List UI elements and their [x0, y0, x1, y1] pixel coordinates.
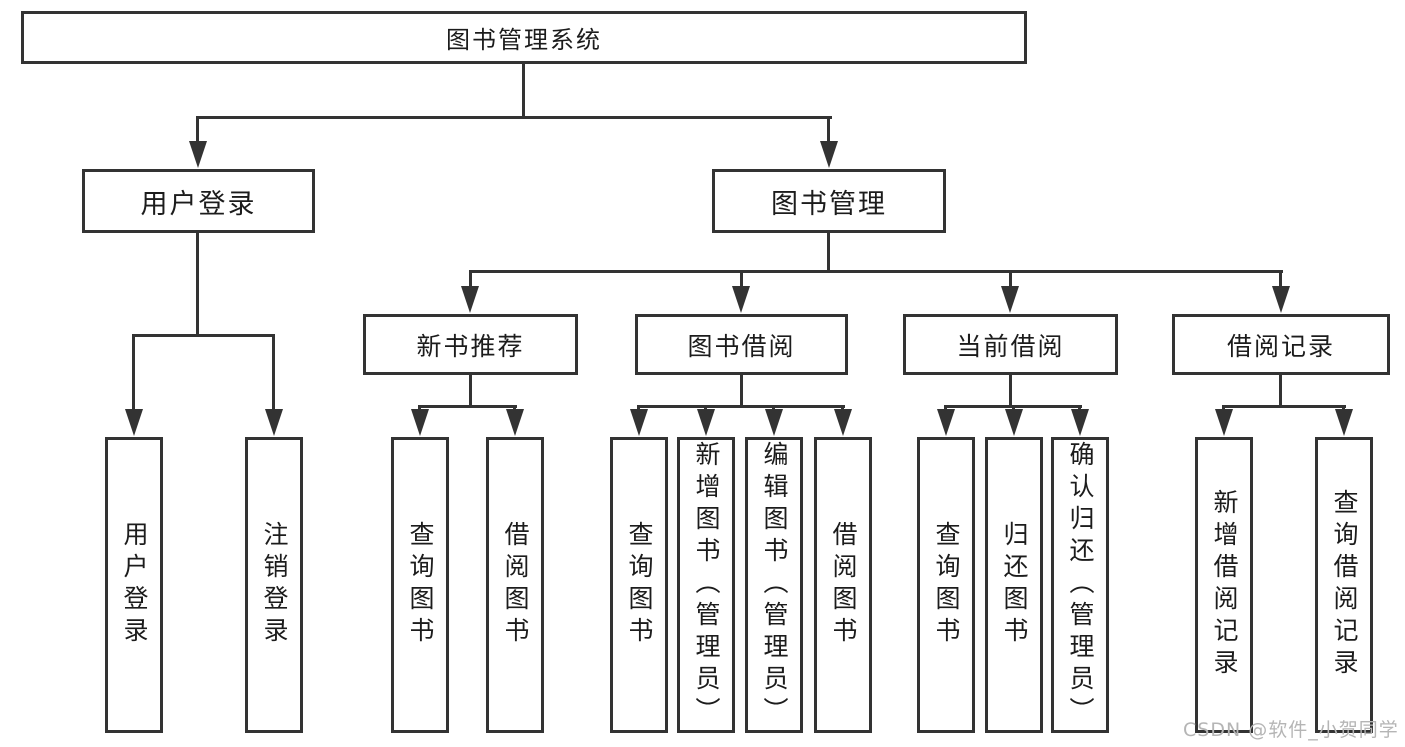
connector-stem [469, 375, 472, 408]
node-current-borrow: 当前借阅 [903, 314, 1118, 375]
connector-drop [1009, 270, 1012, 288]
leaf-logout: 注销登录 [245, 437, 303, 733]
arrowhead-icon [1001, 286, 1019, 313]
leaf-user-login: 用户登录 [105, 437, 163, 733]
arrowhead-icon [732, 286, 750, 313]
connector-drop [1279, 270, 1282, 288]
connector-drop [132, 334, 135, 411]
arrowhead-icon [765, 409, 783, 436]
leaf-query-borrow-record: 查询借阅记录 [1315, 437, 1373, 733]
leaf-confirm-return-admin: 确认归还（管理员） [1051, 437, 1109, 733]
arrowhead-icon [834, 409, 852, 436]
node-new-book-recommend: 新书推荐 [363, 314, 578, 375]
leaf-query-books-1: 查询图书 [391, 437, 449, 733]
leaf-borrow-books-1: 借阅图书 [486, 437, 544, 733]
arrowhead-icon [189, 141, 207, 168]
arrowhead-icon [461, 286, 479, 313]
connector-level2-rail [469, 270, 1283, 273]
leaf-query-books-2: 查询图书 [610, 437, 668, 733]
arrowhead-icon [1005, 409, 1023, 436]
arrowhead-icon [1215, 409, 1233, 436]
connector-level1-rail [196, 116, 832, 119]
arrowhead-icon [125, 409, 143, 436]
arrowhead-icon [1071, 409, 1089, 436]
arrowhead-icon [411, 409, 429, 436]
leaf-borrow-books-2: 借阅图书 [814, 437, 872, 733]
connector-root-stem [522, 62, 525, 119]
node-library-management-system: 图书管理系统 [21, 11, 1027, 64]
connector-drop [469, 270, 472, 288]
connector-rail [637, 405, 845, 408]
connector-drop-book-mgmt [827, 116, 830, 146]
connector-user-login-stem [196, 233, 199, 337]
connector-stem [740, 375, 743, 408]
csdn-watermark: CSDN @软件_小贺同学 [1183, 719, 1399, 741]
connector-drop [272, 334, 275, 411]
arrowhead-icon [265, 409, 283, 436]
node-borrow-records: 借阅记录 [1172, 314, 1390, 375]
arrowhead-icon [820, 141, 838, 168]
leaf-add-books-admin: 新增图书（管理员） [677, 437, 735, 733]
leaf-edit-books-admin: 编辑图书（管理员） [745, 437, 803, 733]
leaf-query-books-3: 查询图书 [917, 437, 975, 733]
arrowhead-icon [697, 409, 715, 436]
connector-rail [1222, 405, 1346, 408]
node-book-borrow: 图书借阅 [635, 314, 848, 375]
arrowhead-icon [937, 409, 955, 436]
arrowhead-icon [630, 409, 648, 436]
node-book-management: 图书管理 [712, 169, 946, 233]
arrowhead-icon [1335, 409, 1353, 436]
connector-book-mgmt-stem [827, 233, 830, 273]
connector-drop [740, 270, 743, 288]
connector-stem [1009, 375, 1012, 408]
connector-stem [1279, 375, 1282, 408]
leaf-return-books: 归还图书 [985, 437, 1043, 733]
connector-drop-user-login [196, 116, 199, 146]
connector-rail [418, 405, 517, 408]
connector-user-login-rail [132, 334, 275, 337]
arrowhead-icon [1272, 286, 1290, 313]
node-user-login: 用户登录 [82, 169, 315, 233]
leaf-add-borrow-record: 新增借阅记录 [1195, 437, 1253, 733]
arrowhead-icon [506, 409, 524, 436]
